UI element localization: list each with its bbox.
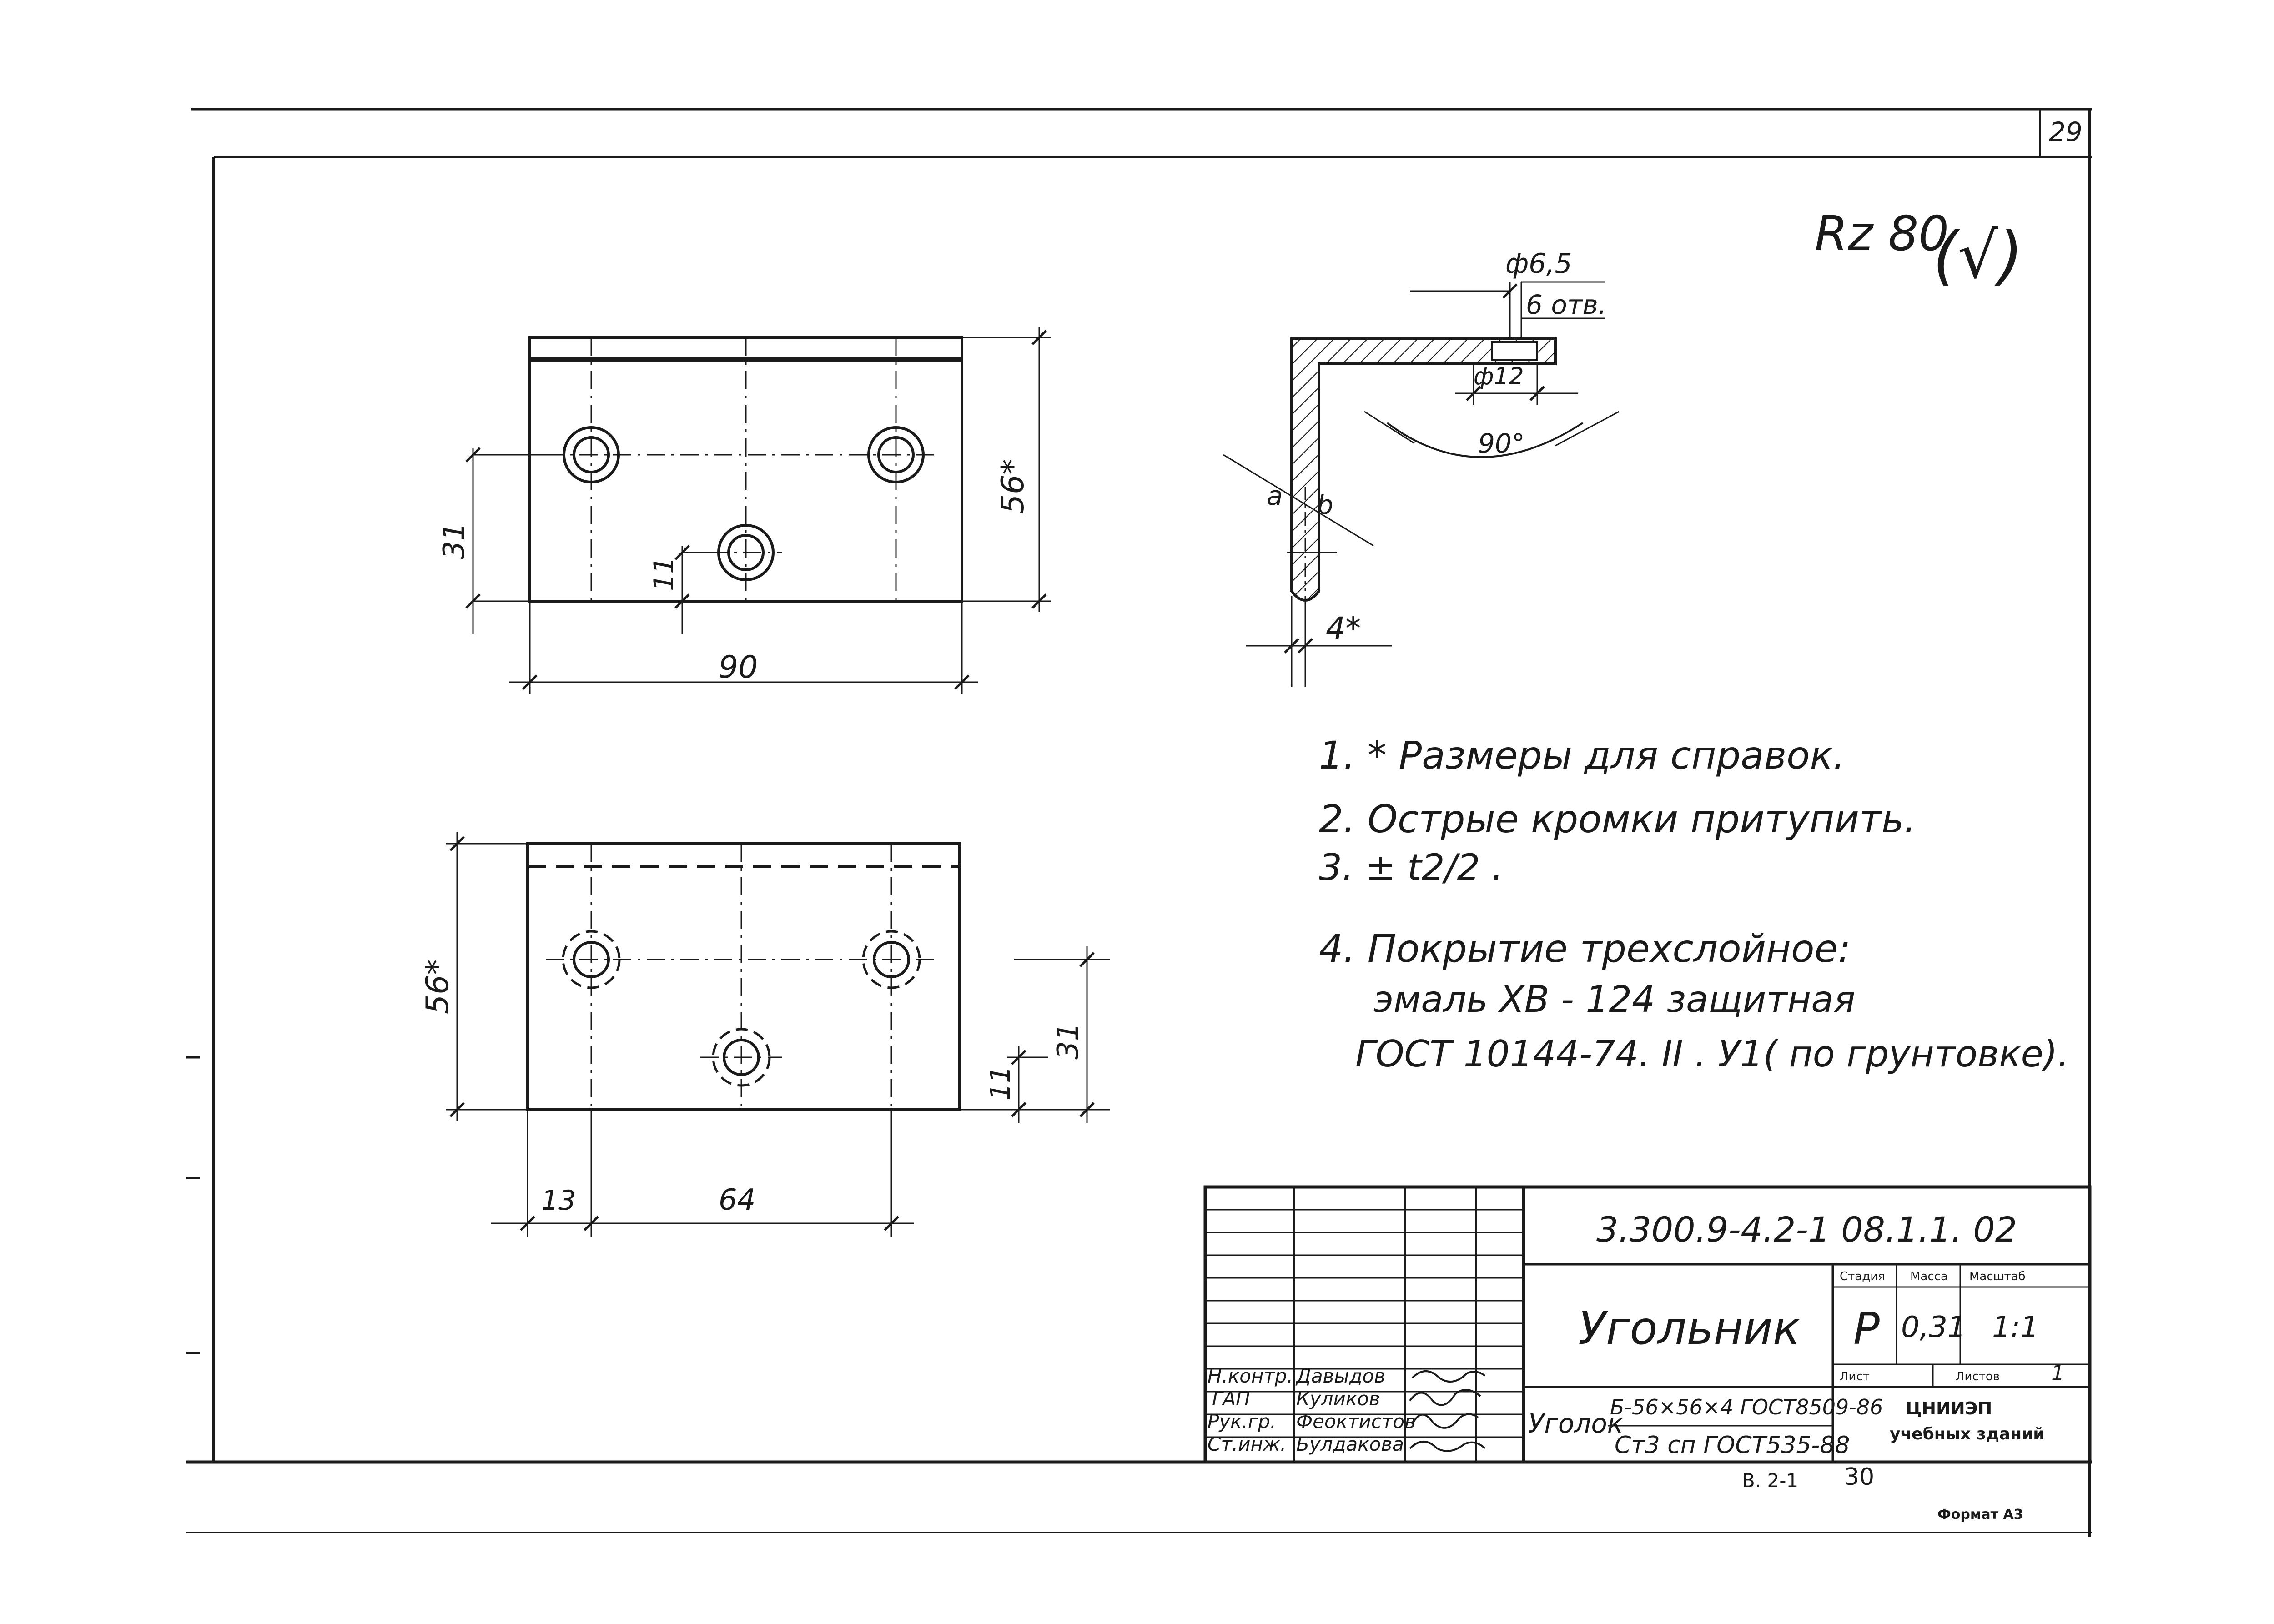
sheet-format: Формат А3 — [1937, 1507, 2023, 1523]
front-dimensions — [465, 327, 1051, 694]
footer-code: В. 2-1 — [1742, 1469, 1798, 1492]
front-dim-width: 90 — [719, 649, 758, 685]
note-4-line-3: ГОСТ 10144-74. II . У1( по грунтовке). — [1355, 1033, 2069, 1075]
name-1: Давыдов — [1295, 1365, 1385, 1387]
angle-section — [1290, 337, 1557, 602]
bottom-dim-hole-y1: 31 — [1051, 1023, 1085, 1060]
note-1: 1. * Размеры для справок. — [1319, 733, 1845, 778]
bottom-dimensions — [446, 832, 1110, 1237]
note-4-line-2: эмаль ХВ - 124 защитная — [1373, 978, 1856, 1021]
hole-count: 6 отв. — [1526, 289, 1606, 320]
signature-1 — [1411, 1370, 1486, 1383]
footer-page: 30 — [1844, 1463, 1874, 1491]
front-dim-height: 56* — [995, 459, 1031, 514]
profile-view — [1223, 281, 1620, 687]
front-view: 56* 90 31 11 — [438, 327, 1051, 694]
profile-thickness: 4* — [1326, 611, 1361, 647]
bottom-centerlines — [546, 844, 937, 1110]
technical-notes: 1. * Размеры для справок. 2. Острые кром… — [1319, 733, 2069, 1075]
mass-value: 0,31 — [1901, 1311, 1966, 1344]
name-4: Булдакова — [1296, 1433, 1404, 1455]
bottom-dim-hole-y2: 11 — [985, 1066, 1016, 1101]
signatures — [1409, 1370, 1486, 1452]
sheet-label: Лист — [1840, 1370, 1870, 1383]
note-4: 4. Покрытие трехслойное: — [1319, 926, 1851, 971]
roughness-symbol: Rz 80 (√) — [1815, 206, 2023, 293]
bottom-dim-height: 56* — [420, 959, 456, 1014]
role-4: Ст.инж. — [1207, 1433, 1286, 1455]
signature-4 — [1409, 1441, 1486, 1452]
profile-a: a — [1267, 480, 1283, 511]
profile-angle: 90° — [1478, 428, 1525, 459]
note-2: 2. Острые кромки притупить. — [1319, 797, 1916, 841]
front-centerlines — [546, 337, 937, 601]
signature-2 — [1409, 1389, 1481, 1406]
hole-diameter: ф6,5 — [1505, 248, 1572, 280]
approval-rows: Н.контр. Давыдов ГАП Куликов Рук.гр. Фео… — [1207, 1365, 1416, 1455]
sheet-frame — [186, 108, 2092, 1537]
bottom-view: 56* 31 11 13 64 — [420, 832, 1110, 1237]
front-dim-hole-y2: 11 — [648, 557, 680, 591]
col-scale: Масштаб — [1969, 1270, 2026, 1283]
bottom-dim-x2: 64 — [719, 1183, 755, 1217]
organization-line-2: учебных зданий — [1890, 1425, 2045, 1443]
front-dim-hole-y1: 31 — [438, 523, 471, 559]
part-name: Угольник — [1578, 1302, 1800, 1355]
roughness-value: Rz 80 — [1815, 206, 1949, 261]
role-3: Рук.гр. — [1207, 1410, 1276, 1433]
name-3: Феоктистов — [1296, 1410, 1416, 1433]
page-number: 29 — [2049, 116, 2083, 147]
organization-line-1: ЦНИИЭП — [1906, 1398, 1992, 1418]
bottom-dim-x1: 13 — [541, 1185, 576, 1217]
sheets-label: Листов — [1956, 1370, 2000, 1383]
sheets-value: 1 — [2051, 1361, 2064, 1385]
signature-3 — [1411, 1413, 1479, 1429]
note-3: 3. ± t2/2 . — [1319, 846, 1503, 889]
roughness-extra: (√) — [1933, 219, 2023, 293]
role-2: ГАП — [1212, 1388, 1250, 1410]
material-line-2: Ст3 сп ГОСТ535-88 — [1615, 1432, 1850, 1459]
material-line-1: Б-56×56×4 ГОСТ8509-86 — [1610, 1395, 1883, 1419]
stage-value: Р — [1853, 1303, 1880, 1354]
title-block — [1203, 1185, 2092, 1464]
document-designation: 3.300.9-4.2-1 08.1.1. 02 — [1596, 1209, 2017, 1250]
scale-value: 1:1 — [1992, 1311, 2039, 1344]
col-stage: Стадия — [1840, 1270, 1885, 1283]
role-1: Н.контр. — [1207, 1365, 1293, 1387]
material-label: Уголок — [1528, 1408, 1623, 1439]
profile-bore: ф12 — [1474, 363, 1524, 390]
profile-b: b — [1317, 489, 1333, 520]
name-2: Куликов — [1296, 1388, 1380, 1410]
col-mass: Масса — [1910, 1270, 1948, 1283]
